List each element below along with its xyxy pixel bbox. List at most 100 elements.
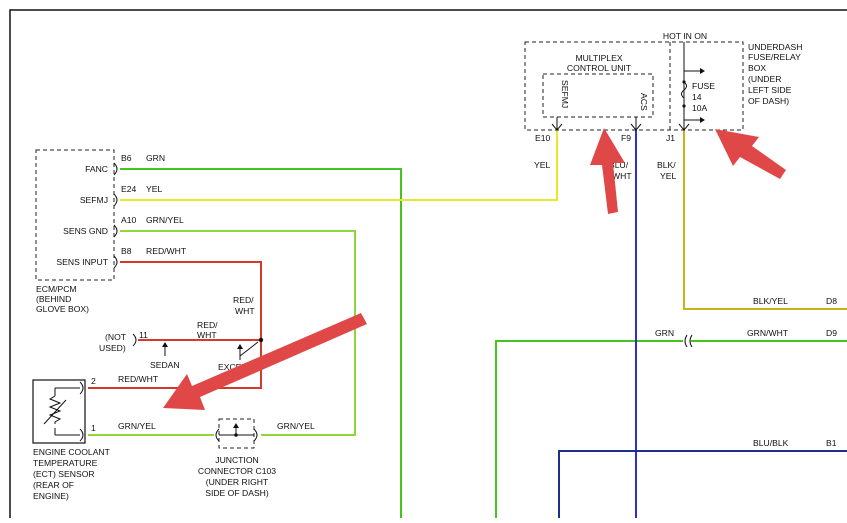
- fuse-label: 14: [692, 92, 702, 102]
- inline-connector-d9: [684, 334, 693, 348]
- thermistor-slash: [43, 399, 67, 425]
- ecm-pin-number: B8: [121, 246, 132, 256]
- switch-arrow: [237, 344, 243, 349]
- junction-node: [234, 433, 238, 437]
- fuse-label: FUSE: [692, 81, 715, 91]
- thermistor-icon: [48, 395, 62, 424]
- mcu-inner-label: SEFMJ: [560, 80, 570, 108]
- fuse-terminal: [682, 80, 686, 84]
- junction-connector-right: [253, 428, 258, 442]
- ecm-connector-sensinput: [113, 255, 118, 269]
- mcu-pin-number: F9: [621, 133, 631, 143]
- mcu-inner-label: ACS: [639, 93, 649, 111]
- not-used-branch: 11 (NOT USED) RED/ WHT RED/ WHT SEDAN EX…: [99, 295, 264, 382]
- ecm-pin-number: E24: [121, 184, 137, 194]
- fuse-box-caption: LEFT SIDE: [748, 85, 792, 95]
- sedan-arrow: [162, 342, 168, 347]
- sensor-caption: (REAR OF: [33, 480, 74, 490]
- fuse-box-caption: FUSE/RELAY: [748, 52, 801, 62]
- connector-pin-d9: D9: [826, 328, 837, 338]
- annotation-arrow-mcu: [590, 128, 625, 214]
- ecm-connector-fanc: [113, 162, 118, 176]
- ect-sensor: 2 1 RED/WHT GRN/YEL ENGINE COOLANT TEMPE…: [32, 374, 159, 501]
- sensor-connector-1: [79, 428, 84, 442]
- wire-label: WHT: [612, 171, 632, 181]
- ecm-pin-number: B6: [121, 153, 132, 163]
- wire-label: GRN/WHT: [747, 328, 789, 338]
- ecm-caption: (BEHIND: [36, 294, 71, 304]
- wire-label: YEL: [660, 171, 676, 181]
- wire-grn-d9: [495, 340, 683, 518]
- except-label: EXCEP: [218, 362, 247, 372]
- wire-label: YEL: [146, 184, 162, 194]
- ecm-caption: GLOVE BOX): [36, 304, 89, 314]
- junction-connector-left: [215, 428, 220, 442]
- wire-label: GRN: [146, 153, 165, 163]
- wire-label: RED/WHT: [118, 374, 159, 384]
- wire-label: WHT: [235, 306, 255, 316]
- wire-labels: YEL BLU/ WHT BLK/ YEL BLK/YEL D8 GRN GRN…: [534, 160, 837, 448]
- fuse-box-pin-number: J1: [666, 133, 675, 143]
- ecm-connector-sensgnd: [113, 224, 118, 238]
- wire-grnyel-sensgnd: [120, 230, 356, 436]
- connector-pin-d8: D8: [826, 296, 837, 306]
- wire-label: RED/: [233, 295, 254, 305]
- hot-in-on-label: HOT IN ON: [663, 31, 707, 41]
- junction-connector-c103: GRN/YEL JUNCTION CONNECTOR C103 (UNDER R…: [198, 418, 315, 498]
- wire-label: GRN/YEL: [277, 421, 315, 431]
- junction-caption: SIDE OF DASH): [205, 488, 269, 498]
- wire-label: BLU/BLK: [753, 438, 789, 448]
- ecm-pin-label: SEFMJ: [80, 195, 108, 205]
- sensor-caption: (ECT) SENSOR: [33, 469, 95, 479]
- fuse-box-caption: UNDERDASH: [748, 42, 802, 52]
- fuse-box-caption: OF DASH): [748, 96, 789, 106]
- sensor-connector-2: [79, 381, 84, 395]
- mcu-outer-box: [524, 41, 744, 131]
- wire-label: GRN: [655, 328, 674, 338]
- mcu-title: CONTROL UNIT: [567, 63, 632, 73]
- annotation-arrow-fuse: [715, 129, 786, 179]
- sensor-caption: ENGINE COOLANT: [33, 447, 111, 457]
- wire-label: BLU/: [609, 160, 629, 170]
- wires: [88, 130, 847, 518]
- multiplex-control-unit: MULTIPLEX CONTROL UNIT SEFMJ ACS E10 F9: [524, 41, 744, 143]
- ecm-connector-sefmj: [113, 193, 118, 207]
- junction-caption: (UNDER RIGHT: [206, 477, 269, 487]
- sedan-label: SEDAN: [150, 360, 180, 370]
- ecm-pin-number: A10: [121, 215, 137, 225]
- fuse-label: 10A: [692, 103, 708, 113]
- ecm-pin-label: SENS GND: [63, 226, 108, 236]
- junction-caption: JUNCTION: [215, 455, 258, 465]
- switch-contact: [258, 337, 264, 343]
- wire-label: WHT: [197, 330, 217, 340]
- ecm-pcm: FANC SEFMJ SENS GND SENS INPUT B6 E24 A1…: [35, 149, 187, 314]
- connector-pin-b1: B1: [826, 438, 837, 448]
- wire-label: GRN/YEL: [118, 421, 156, 431]
- sensor-caption: ENGINE): [33, 491, 69, 501]
- not-used-label: (NOT: [105, 332, 127, 342]
- wire-yel-sefmj: [120, 130, 558, 201]
- not-used-pin: 11: [139, 330, 148, 340]
- wire-label: YEL: [534, 160, 550, 170]
- fuse-tap-arrow: [700, 68, 705, 74]
- wire-blk-yel-d8: [683, 130, 847, 310]
- mcu-inner-box: [542, 73, 654, 118]
- diagram-border: [9, 9, 847, 518]
- wire-grn-fanc: [120, 168, 402, 518]
- wire-label: RED/: [197, 320, 218, 330]
- annotation-arrows: [163, 128, 786, 410]
- sensor-pin: 2: [91, 376, 96, 386]
- ecm-caption: ECM/PCM: [36, 284, 77, 294]
- fuse-terminal: [682, 104, 686, 108]
- mcu-title: MULTIPLEX: [575, 53, 622, 63]
- wire-label: BLK/: [657, 160, 676, 170]
- wire-blu-blk-b1: [558, 450, 847, 518]
- sensor-box: [32, 379, 86, 444]
- switch-blade: [239, 341, 259, 357]
- ecm-pin-label: FANC: [85, 164, 108, 174]
- wire-label: GRN/YEL: [146, 215, 184, 225]
- fuse-box-caption: BOX: [748, 63, 766, 73]
- junction-caption: CONNECTOR C103: [198, 466, 276, 476]
